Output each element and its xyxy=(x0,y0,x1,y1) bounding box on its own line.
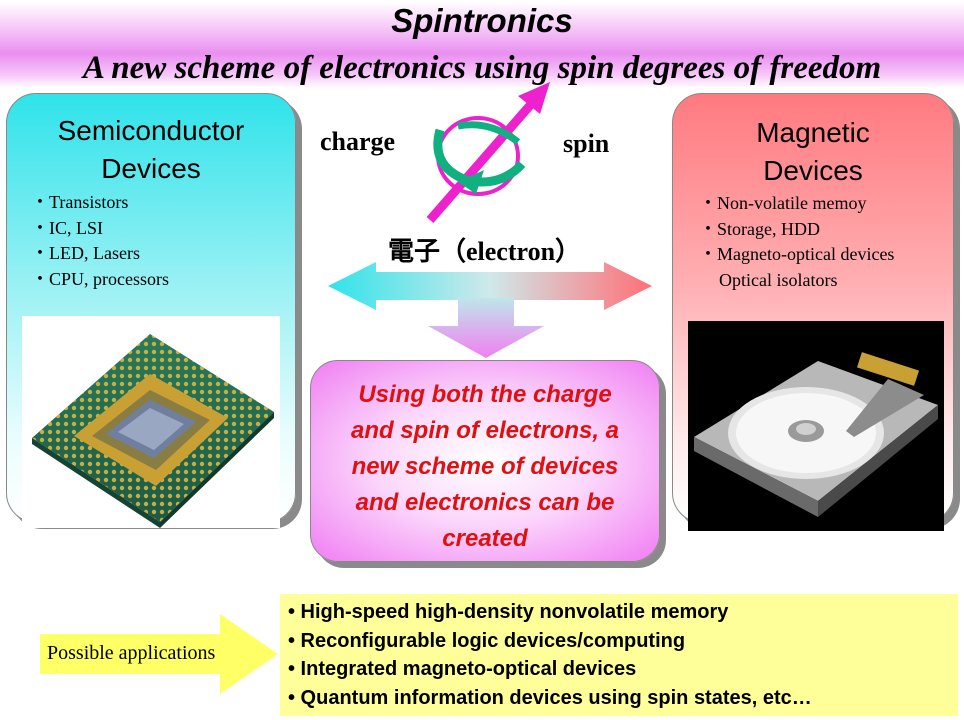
list-item: ・IC, LSI xyxy=(31,217,103,238)
down-arrow-icon xyxy=(428,298,544,358)
list-item: • Quantum information devices using spin… xyxy=(288,686,812,709)
applications-label: Possible applications xyxy=(47,642,216,664)
center-line: and spin of electrons, a xyxy=(350,417,620,444)
applications-list: • High-speed high-density nonvolatile me… xyxy=(288,598,812,712)
center-message: Using both the charge and spin of electr… xyxy=(325,377,645,557)
list-item: • Integrated magneto-optical devices xyxy=(288,658,637,680)
spinning-electron-icon xyxy=(426,82,550,223)
list-item: ・LED, Lasers xyxy=(31,243,140,263)
list-item: ・Non-volatile memoy xyxy=(699,193,867,213)
cpu-chip-image xyxy=(22,316,280,528)
list-item: • High-speed high-density nonvolatile me… xyxy=(288,601,729,623)
center-line: created xyxy=(442,525,528,552)
list-item: ・Storage, HDD xyxy=(699,218,820,239)
charge-label: charge xyxy=(320,127,396,156)
center-line: Using both the charge xyxy=(358,381,612,408)
semiconductor-heading-line1: Semiconductor xyxy=(57,115,245,146)
magnetic-device-list: ・Non-volatile memoy ・Storage, HDD ・Magne… xyxy=(699,191,894,293)
magnetic-heading-line2: Devices xyxy=(763,155,863,186)
electron-label: 電子（electron） xyxy=(388,237,582,266)
center-line: and electronics can be xyxy=(355,489,615,516)
spin-label: spin xyxy=(563,129,610,158)
page-title: Spintronics xyxy=(391,2,573,39)
semiconductor-heading-line2: Devices xyxy=(101,153,201,184)
list-item: • Reconfigurable logic devices/computing xyxy=(288,629,686,652)
center-message-box: Using both the charge and spin of electr… xyxy=(310,360,660,562)
center-line: new scheme of devices xyxy=(351,453,619,480)
page-subtitle: A new scheme of electronics using spin d… xyxy=(82,50,882,86)
magnetic-heading-line1: Magnetic xyxy=(756,117,870,148)
list-item: ・Magneto-optical devices xyxy=(699,244,895,264)
hard-disk-drive-image xyxy=(688,321,944,531)
list-item: ・Transistors xyxy=(31,192,129,212)
list-item: Optical isolators xyxy=(719,269,838,290)
list-item: ・CPU, processors xyxy=(31,268,169,289)
title-banner xyxy=(0,2,964,88)
semiconductor-device-list: ・Transistors ・IC, LSI ・LED, Lasers ・CPU,… xyxy=(31,190,169,292)
applications-box: • High-speed high-density nonvolatile me… xyxy=(280,594,958,716)
double-headed-arrow-icon xyxy=(328,262,652,310)
applications-arrow-icon xyxy=(40,614,278,694)
